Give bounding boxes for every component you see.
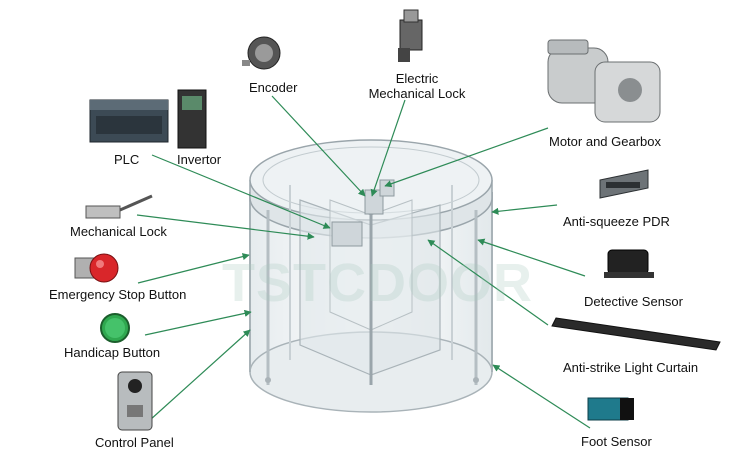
emergency-stop-device	[74, 253, 119, 283]
invertor-device	[177, 89, 207, 149]
label-mechanical-lock: Mechanical Lock	[70, 224, 167, 239]
label-emergency-stop: Emergency Stop Button	[49, 287, 187, 302]
label-plc: PLC	[114, 152, 140, 167]
label-foot-sensor: Foot Sensor	[581, 434, 652, 449]
label-handicap: Handicap Button	[64, 345, 161, 360]
label-electric-lock-line1: Electric	[395, 71, 439, 86]
label-motor: Motor and Gearbox	[549, 134, 662, 149]
label-anti-squeeze: Anti-squeeze PDR	[563, 214, 670, 229]
label-control-panel: Control Panel	[95, 435, 174, 450]
motor-gearbox-device	[547, 39, 661, 123]
foot-sensor-device	[587, 397, 634, 421]
watermark: TSTCDOOR	[222, 253, 533, 313]
electric-lock-device	[398, 9, 423, 62]
label-invertor: Invertor	[177, 152, 222, 167]
light-curtain-device	[551, 317, 721, 351]
detective-sensor-device	[604, 249, 654, 278]
handicap-button-device	[100, 313, 130, 343]
label-encoder: Encoder	[249, 80, 298, 95]
door-drum	[249, 139, 493, 413]
mechanical-lock-device	[85, 194, 153, 219]
encoder-device	[242, 36, 281, 70]
plc-device	[89, 99, 169, 143]
label-electric-lock: Electric Mechanical Lock	[362, 71, 472, 101]
leader-lines	[136, 95, 591, 429]
label-light-curtain: Anti-strike Light Curtain	[563, 360, 699, 375]
label-detective-sensor: Detective Sensor	[584, 294, 683, 309]
label-electric-lock-line2: Mechanical Lock	[368, 86, 466, 101]
anti-squeeze-device	[599, 169, 649, 199]
control-panel-device	[117, 371, 153, 431]
